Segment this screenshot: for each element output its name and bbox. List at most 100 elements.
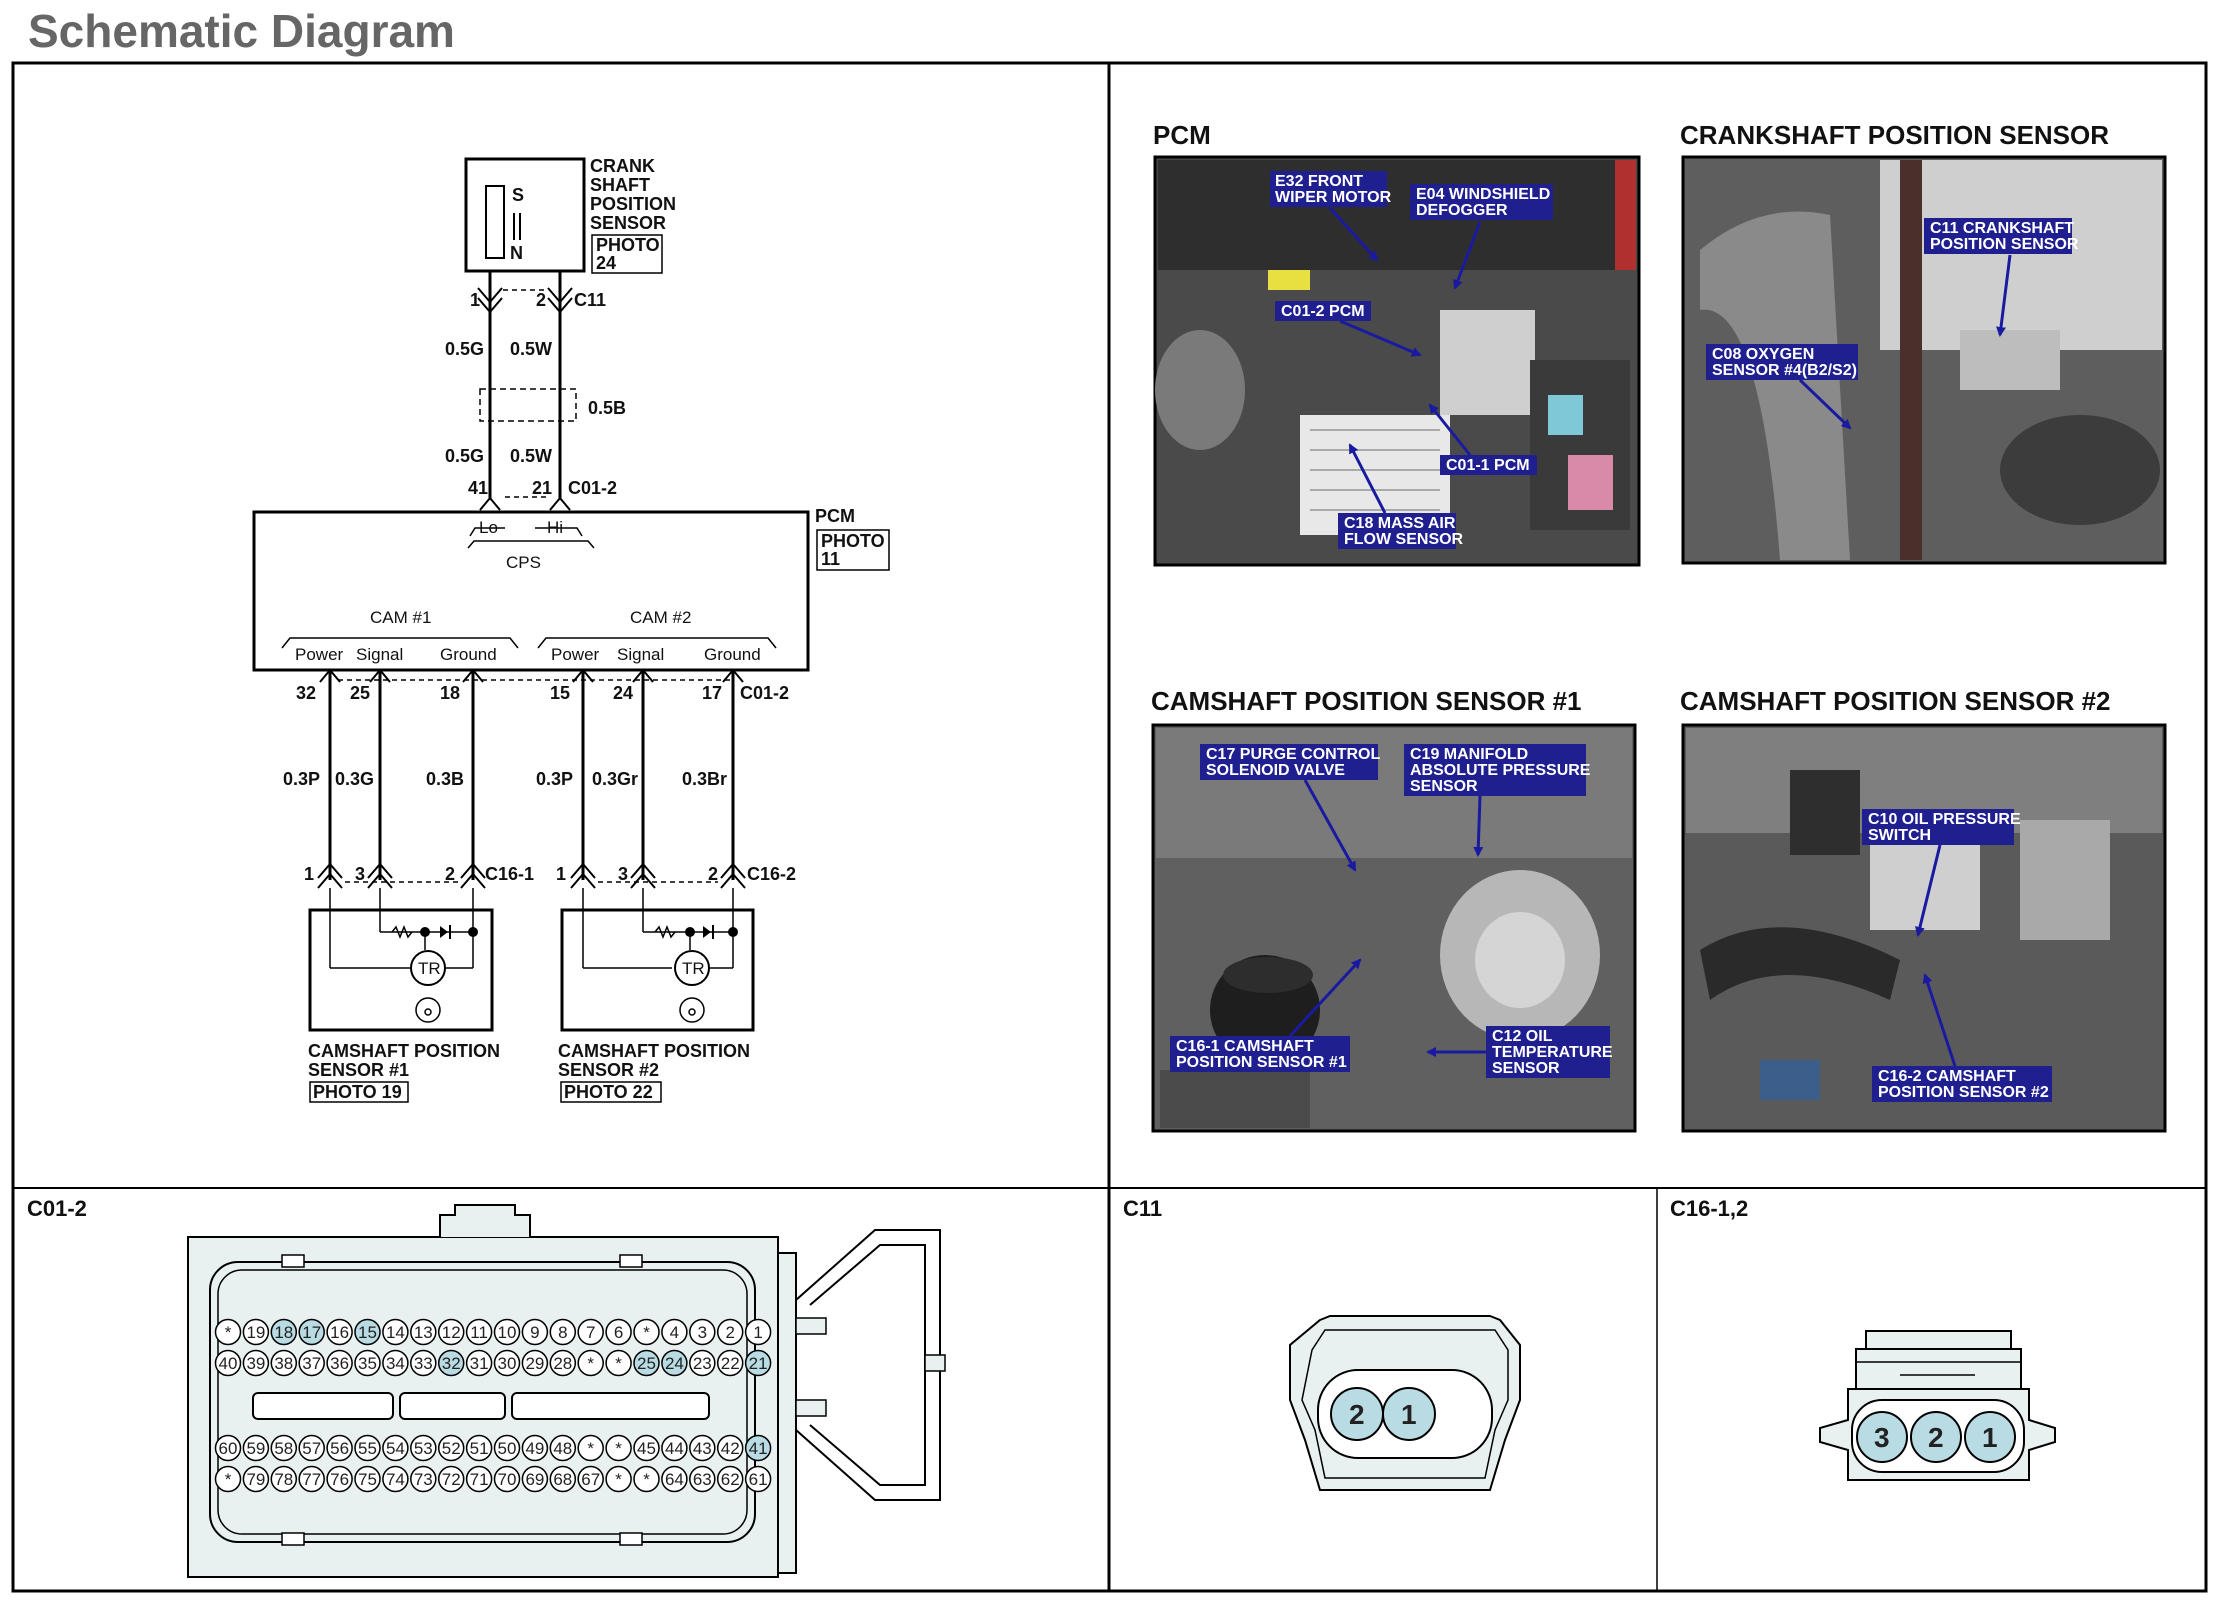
label-c01-1: C01-1 PCM <box>1446 457 1530 474</box>
c01-2-pin <box>214 1349 242 1377</box>
c01-2-pin-label: * <box>587 1439 594 1458</box>
crank-pin-1: 1 <box>470 290 480 310</box>
label-c19-2: ABSOLUTE PRESSURE <box>1410 762 1591 779</box>
c01-2-pin-label: 48 <box>553 1439 572 1458</box>
c01-2-pin <box>577 1318 604 1346</box>
cam2-photo-labels: C10 OIL PRESSURE SWITCH C16-2 CAMSHAFT P… <box>1862 809 2052 1102</box>
label-c12-2: TEMPERATURE <box>1492 1044 1613 1061</box>
cam1-sensor: TR <box>308 888 494 1032</box>
cam1-name-2: SENSOR #1 <box>308 1060 409 1080</box>
label-c19-1: C19 MANIFOLD <box>1410 746 1528 763</box>
pcm-hi: Hi <box>547 518 563 537</box>
c01-2-pin-label: 74 <box>386 1470 405 1489</box>
pcm-pin-32: 32 <box>296 683 316 703</box>
photo-pcm <box>1153 155 1641 567</box>
wire-label-0.3p-2: 0.3P <box>536 769 573 789</box>
c01-2-pin-label: 64 <box>665 1470 684 1489</box>
c01-2-pin <box>437 1434 465 1462</box>
c01-2-pin <box>521 1434 549 1462</box>
c01-2-pin-label: 1 <box>753 1323 762 1342</box>
c16-pin-3-label: 3 <box>1874 1422 1890 1453</box>
c01-2-pin <box>354 1465 381 1493</box>
label-e04-1: E04 WINDSHIELD <box>1416 186 1550 203</box>
conn-title-c16: C16-1,2 <box>1670 1196 1748 1221</box>
pcm-pin-15: 15 <box>550 683 570 703</box>
c16-pin-2-label: 2 <box>1928 1422 1944 1453</box>
pole-n: N <box>510 243 523 263</box>
c01-2-pin <box>493 1349 521 1377</box>
c01-2-pin-label: 55 <box>358 1439 377 1458</box>
connector-c11: 2 1 <box>1289 1315 1521 1491</box>
c01-2-pin <box>242 1318 270 1346</box>
label-c17-1: C17 PURGE CONTROL <box>1206 746 1380 763</box>
c01-2-pin <box>437 1318 465 1346</box>
c01-2-pin-label: * <box>587 1354 594 1373</box>
c01-2-pin-label: 63 <box>693 1470 712 1489</box>
pcm-box <box>252 510 810 672</box>
c01-2-pin-label: 16 <box>330 1323 349 1342</box>
label-e32-1: E32 FRONT <box>1275 173 1363 190</box>
pcm-cam1-power: Power <box>295 645 344 664</box>
c01-2-pin <box>298 1434 325 1462</box>
c01-2-pin-label: 21 <box>749 1354 768 1373</box>
pcm-photo-box <box>816 529 890 571</box>
c01-2-pin-label: * <box>225 1470 232 1489</box>
cam2-pin-2: 2 <box>708 864 718 884</box>
c01-2-pin-label: 72 <box>442 1470 461 1489</box>
label-c08-2: SENSOR #4(B2/S2) <box>1712 362 1857 379</box>
c01-2-pin <box>465 1318 493 1346</box>
c01-2-pin-label: 67 <box>581 1470 600 1489</box>
c01-2-pin <box>270 1465 298 1493</box>
c01-2-pin-label: 9 <box>530 1323 539 1342</box>
c01-2-pin-label: 73 <box>414 1470 433 1489</box>
c01-2-pin-label: 10 <box>498 1323 517 1342</box>
c01-2-pin <box>465 1465 493 1493</box>
c11-pin-1-label: 1 <box>1401 1399 1417 1430</box>
pcm-photo-line-2: 11 <box>821 549 840 569</box>
c01-2-pin <box>270 1349 298 1377</box>
c01-2-pin <box>326 1434 353 1462</box>
c01-2-pin-label: 49 <box>525 1439 544 1458</box>
cam1-photo-labels: C17 PURGE CONTROL SOLENOID VALVE C19 MAN… <box>1170 744 1613 1078</box>
c01-2-pin-label: * <box>615 1354 622 1373</box>
c01-2-pin-label: 24 <box>665 1354 684 1373</box>
c01-2-pin-label: 56 <box>330 1439 349 1458</box>
c01-2-pin <box>689 1349 716 1377</box>
c01-2-pin-label: 4 <box>670 1323 679 1342</box>
label-c16-1-1: C16-1 CAMSHAFT <box>1176 1038 1314 1055</box>
wire-label-0.3br: 0.3Br <box>682 769 727 789</box>
c01-2-pin <box>716 1434 744 1462</box>
c01-2-pin <box>716 1465 744 1493</box>
c01-2-pin <box>354 1434 381 1462</box>
c01-2-pin-label: 36 <box>330 1354 349 1373</box>
c11-pin-1 <box>1382 1387 1436 1441</box>
c01-2-pin <box>382 1465 409 1493</box>
pcm-pin-24: 24 <box>613 683 633 703</box>
c01-2-pin <box>410 1349 437 1377</box>
label-c19-3: SENSOR <box>1410 778 1478 795</box>
pcm-pin-18: 18 <box>440 683 460 703</box>
crank-sensor-name-4: SENSOR <box>590 213 666 233</box>
c01-2-pin <box>549 1434 577 1462</box>
c01-2-pin <box>605 1465 632 1493</box>
shield-label: 0.5B <box>588 398 626 418</box>
c01-2-pin-label: 28 <box>553 1354 572 1373</box>
c01-2-pin-label: 76 <box>330 1470 349 1489</box>
c01-2-pin <box>382 1434 409 1462</box>
c01-2-pin <box>382 1318 409 1346</box>
c01-2-pin-label: 8 <box>558 1323 567 1342</box>
c01-2-pin <box>716 1318 744 1346</box>
crank-sensor-name-2: SHAFT <box>590 175 650 195</box>
c01-2-pin-label: 44 <box>665 1439 684 1458</box>
c01-2-pin-label: 52 <box>442 1439 461 1458</box>
cam2-photo: PHOTO 22 <box>564 1082 653 1102</box>
c01-2-pin-label: 45 <box>637 1439 656 1458</box>
c01-2-pin <box>493 1434 521 1462</box>
crank-sensor-name-3: POSITION <box>590 194 676 214</box>
c01-2-pin <box>744 1318 772 1346</box>
wire-label-0.3p-1: 0.3P <box>283 769 320 789</box>
pcm-cam2-ground: Ground <box>704 645 761 664</box>
c01-2-pin <box>549 1465 577 1493</box>
c01-2-pin-label: * <box>615 1439 622 1458</box>
c16-pin-1-label: 1 <box>1982 1422 1998 1453</box>
